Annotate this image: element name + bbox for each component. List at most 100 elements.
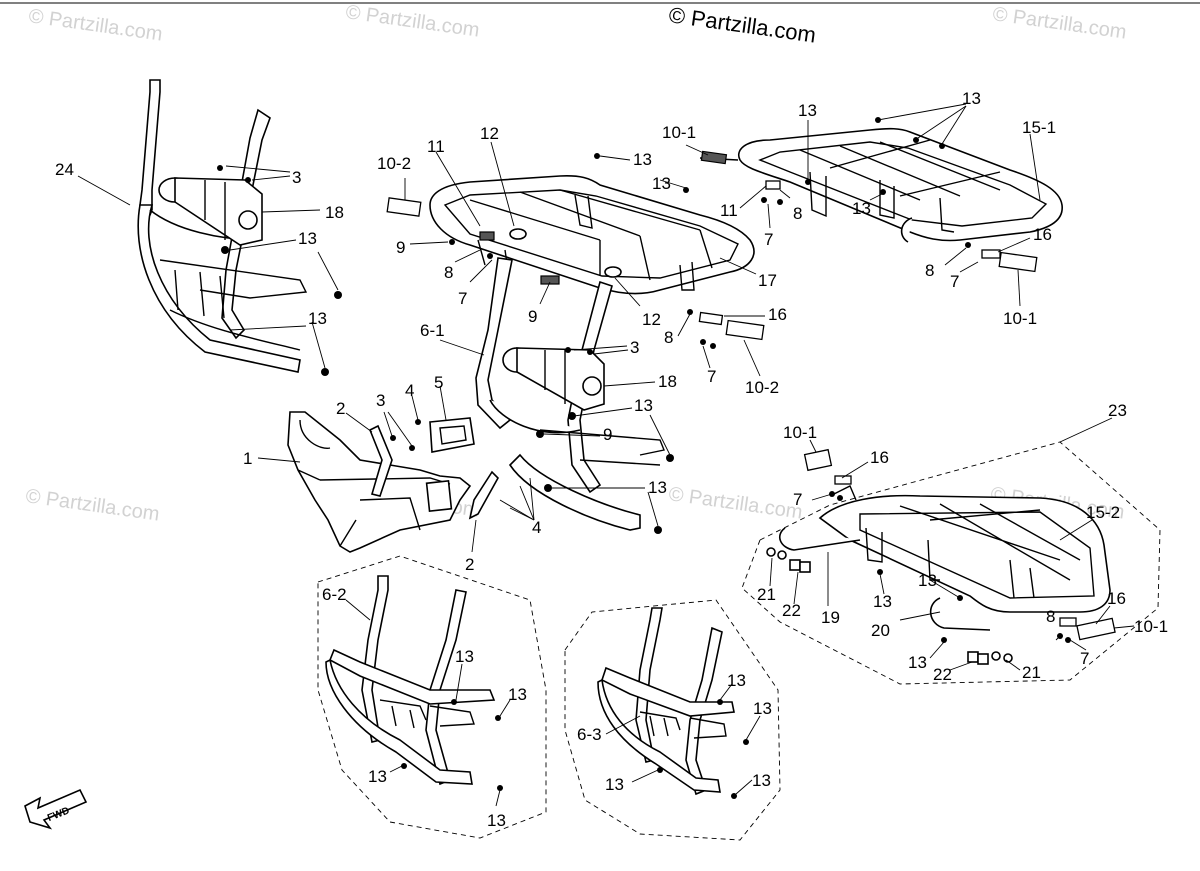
callout-8: 8 [925,261,934,280]
front-bumper-6-3 [597,607,749,799]
callout-21: 21 [757,585,776,604]
callout-13: 13 [908,653,927,672]
callout-13: 13 [487,811,506,830]
callout-13: 13 [852,199,871,218]
callout-13: 13 [918,571,937,590]
callout-11: 11 [720,201,738,220]
leader-lines-6-2 [345,599,511,807]
callout-7: 7 [764,230,773,249]
callout-24: 24 [55,160,74,179]
callout-16: 16 [1033,225,1052,244]
callout-13: 13 [368,767,387,786]
leader-lines-6-1 [439,339,671,527]
callout-10-1: 10-1 [662,123,696,142]
rear-rack-15-2 [766,448,1116,665]
faint-watermark: © Partzilla.com [667,483,804,524]
callout-13: 13 [727,671,746,690]
callout-13: 13 [634,396,653,415]
callout-13: 13 [605,775,624,794]
callout-9: 9 [528,307,537,326]
leader-lines-23 [769,417,1135,671]
callout-9: 9 [603,425,612,444]
leader-lines-6-3 [605,683,761,795]
callout-8: 8 [1046,607,1055,626]
callout-13: 13 [298,229,317,248]
leader-lines-skid [257,385,535,553]
callout-20: 20 [871,621,890,640]
callout-13: 13 [798,101,817,120]
callout-11: 11 [427,137,445,156]
callout-4: 4 [532,518,541,537]
reflector-10-2 [725,319,765,341]
callout-13: 13 [753,699,772,718]
callout-4: 4 [405,381,414,400]
callout-22: 22 [933,665,952,684]
callout-7: 7 [458,289,467,308]
callout-8: 8 [793,204,802,223]
forward-arrow-icon: FWD [24,788,88,830]
front-rack [429,153,755,315]
callout-10-1: 10-1 [783,423,817,442]
callout-6-1: 6-1 [420,321,445,340]
callout-23: 23 [1108,401,1127,420]
bracket-2-left [368,424,393,497]
callout-2: 2 [336,399,345,418]
bracket-16 [981,249,1001,259]
callout-3: 3 [376,391,385,410]
callout-13: 13 [633,150,652,169]
callout-9: 9 [396,238,405,257]
group-outline-6-3 [564,599,781,841]
callout-3: 3 [292,168,301,187]
reflector-10-2 [386,197,422,217]
faint-watermark: © Partzilla.com [24,485,161,526]
callout-7: 7 [950,272,959,291]
callout-5: 5 [434,373,443,392]
rear-rack-15-1 [699,117,1063,248]
group-outline-6-2 [317,555,547,839]
faint-watermark: © Partzilla.com [991,3,1128,44]
callout-10-2: 10-2 [745,378,779,397]
callout-16: 16 [870,448,889,467]
callout-13: 13 [873,592,892,611]
leader-lines-24 [77,165,339,369]
callout-7: 7 [793,490,802,509]
bracket-16 [698,311,724,326]
callout-2: 2 [465,555,474,574]
callout-13: 13 [455,647,474,666]
callout-10-1: 10-1 [1003,309,1037,328]
bracket-5 [390,417,475,453]
callout-17: 17 [758,271,777,290]
callout-13: 13 [752,771,771,790]
callout-13: 13 [652,174,671,193]
bracket-2-right [468,470,499,520]
callout-7: 7 [707,367,716,386]
callout-15-2: 15-2 [1086,503,1120,522]
group-outline-23 [741,441,1161,685]
callout-8: 8 [664,328,673,347]
front-bumper-6-1 [475,257,674,534]
callout-13: 13 [962,89,981,108]
front-bumper-6-2 [325,575,503,791]
leader-lines-15-1 [685,103,1041,307]
callout-6-3: 6-3 [577,725,602,744]
callout-1: 1 [243,449,252,468]
callout-21: 21 [1022,663,1041,682]
front-bumper-24 [137,79,342,376]
callout-12: 12 [642,310,661,329]
callout-6-2: 6-2 [322,585,347,604]
callout-13: 13 [648,478,667,497]
callout-3: 3 [630,338,639,357]
callout-8: 8 [444,263,453,282]
faint-watermark: © Partzilla.com [344,1,481,42]
leader [677,313,691,337]
callout-22: 22 [782,601,801,620]
callout-18: 18 [325,203,344,222]
callout-10-1: 10-1 [1134,617,1168,636]
callout-7: 7 [1080,649,1089,668]
callout-16: 16 [768,305,787,324]
callout-13: 13 [308,309,327,328]
callout-12: 12 [480,124,499,143]
callout-13: 13 [508,685,527,704]
leader [702,345,711,369]
